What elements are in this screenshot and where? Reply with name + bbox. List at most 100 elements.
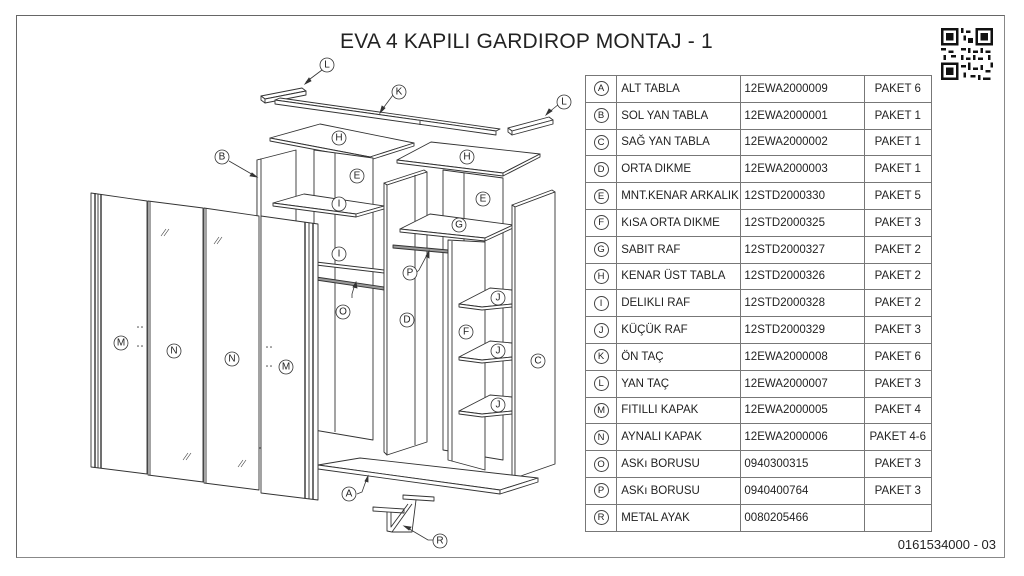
part-mark-circle: G — [593, 242, 609, 258]
part-package-cell: PAKET 3 — [863, 316, 933, 344]
part-mark-cell: B — [584, 101, 618, 130]
part-code-cell: 0940400764 — [740, 476, 865, 505]
part-code-cell: 12EWA2000006 — [740, 423, 865, 452]
part-name-cell: SOL YAN TABLA — [616, 101, 742, 130]
callout-J: J — [496, 400, 501, 411]
callout-J: J — [496, 346, 501, 357]
part-mark-circle: E — [593, 188, 609, 204]
part-code-cell: 12STD2000326 — [740, 262, 865, 291]
part-package-cell: PAKET 1 — [863, 155, 933, 184]
part-mark-cell: H — [584, 262, 618, 291]
part-name-cell: KıSA ORTA DIKME — [616, 208, 742, 237]
callout-circles — [113, 57, 572, 549]
part-package-cell — [863, 503, 933, 532]
part-name-cell: AYNALI KAPAK — [616, 423, 742, 452]
parts-table-row: A ALT TABLA 12EWA2000009 PAKET 6 — [584, 75, 933, 103]
parts-table-row: R METAL AYAK 0080205466 — [584, 503, 933, 532]
part-code-cell: 12STD2000325 — [740, 208, 865, 237]
callout-F: F — [463, 327, 469, 338]
part-code-cell: 12EWA2000008 — [740, 342, 865, 371]
part-package-cell: PAKET 2 — [863, 235, 933, 264]
part-name-cell: ÖN TAÇ — [616, 342, 742, 371]
part-mark-cell: J — [584, 316, 618, 344]
part-mark-circle: J — [593, 322, 609, 338]
part-name-cell: DELIKLI RAF — [616, 289, 742, 318]
parts-table-row: C SAĞ YAN TABLA 12EWA2000002 PAKET 1 — [584, 128, 933, 157]
part-mark-cell: N — [584, 423, 618, 452]
part-mark-circle: P — [593, 483, 609, 499]
part-metal-ayak — [372, 494, 435, 533]
callout-C: C — [534, 356, 541, 367]
parts-table-row: N AYNALI KAPAK 12EWA2000006 PAKET 4-6 — [584, 423, 933, 452]
part-mark-cell: G — [584, 235, 618, 264]
part-alt-tabla — [317, 457, 539, 495]
parts-table-row: G SABIT RAF 12STD2000327 PAKET 2 — [584, 235, 933, 264]
callout-R: R — [436, 536, 443, 547]
parts-list-table: A ALT TABLA 12EWA2000009 PAKET 6 B SOL Y… — [584, 75, 933, 532]
part-name-cell: FITILLI KAPAK — [616, 396, 742, 425]
part-package-cell: PAKET 3 — [863, 369, 933, 398]
part-on-tac — [274, 97, 501, 136]
part-package-cell: PAKET 3 — [863, 476, 933, 505]
door-fitilli-right — [260, 215, 319, 501]
parts-table-row: K ÖN TAÇ 12EWA2000008 PAKET 6 — [584, 342, 933, 371]
part-name-cell: ALT TABLA — [616, 75, 742, 103]
callout-K: K — [396, 87, 403, 98]
part-name-cell: KÜÇÜK RAF — [616, 316, 742, 344]
callout-M: M — [282, 362, 290, 373]
part-mark-circle: L — [593, 376, 609, 392]
page-title: EVA 4 KAPILI GARDIROP MONTAJ - 1 — [340, 30, 713, 53]
part-mark-cell: O — [584, 450, 618, 478]
part-code-cell: 12EWA2000001 — [740, 101, 865, 130]
part-package-cell: PAKET 2 — [863, 262, 933, 291]
part-name-cell: ASKı BORUSU — [616, 450, 742, 478]
part-mark-cell: I — [584, 289, 618, 318]
part-name-cell: MNT.KENAR ARKALIK — [616, 182, 742, 210]
callout-L: L — [561, 97, 567, 108]
parts-table-row: B SOL YAN TABLA 12EWA2000001 PAKET 1 — [584, 101, 933, 130]
parts-table-row: O ASKı BORUSU 0940300315 PAKET 3 — [584, 450, 933, 478]
part-yan-tac-right — [507, 116, 554, 136]
part-arkalik-left — [313, 149, 374, 441]
callout-L: L — [324, 60, 330, 71]
parts-table-row: L YAN TAÇ 12EWA2000007 PAKET 3 — [584, 369, 933, 398]
part-mark-circle: H — [593, 268, 609, 284]
door-aynali-left — [147, 200, 204, 483]
part-code-cell: 0080205466 — [740, 503, 865, 532]
part-mark-cell: F — [584, 208, 618, 237]
part-mark-circle: M — [593, 402, 609, 418]
callout-I: I — [338, 249, 341, 260]
callout-N: N — [170, 346, 177, 357]
part-mark-circle: C — [593, 134, 609, 150]
part-package-cell: PAKET 6 — [863, 342, 933, 371]
part-mark-circle: F — [593, 215, 609, 231]
part-mark-cell: C — [584, 128, 618, 157]
parts-table-row: J KÜÇÜK RAF 12STD2000329 PAKET 3 — [584, 316, 933, 344]
part-mark-circle: A — [593, 81, 609, 97]
callout-J: J — [496, 293, 501, 304]
qr-code-icon — [941, 28, 993, 80]
callout-E: E — [480, 194, 487, 205]
callout-D: D — [403, 315, 410, 326]
door-fitilli-left — [90, 192, 148, 475]
part-package-cell: PAKET 4-6 — [863, 423, 933, 452]
callout-B: B — [219, 152, 226, 163]
part-name-cell: ORTA DIKME — [616, 155, 742, 184]
part-package-cell: PAKET 4 — [863, 396, 933, 425]
callout-I: I — [338, 199, 341, 210]
part-code-cell: 12EWA2000009 — [740, 75, 865, 103]
callout-G: G — [455, 220, 463, 231]
hinge-dots — [137, 326, 272, 367]
part-package-cell: PAKET 3 — [863, 450, 933, 478]
part-name-cell: ASKı BORUSU — [616, 476, 742, 505]
callout-labels: L K L H H B E E I G I P O D F J J J C M … — [117, 60, 567, 547]
part-code-cell: 12STD2000327 — [740, 235, 865, 264]
parts-table-row: H KENAR ÜST TABLA 12STD2000326 PAKET 2 — [584, 262, 933, 291]
part-mark-circle: O — [593, 456, 609, 472]
part-code-cell: 12STD2000330 — [740, 182, 865, 210]
callout-A: A — [346, 489, 353, 500]
part-code-cell: 12EWA2000003 — [740, 155, 865, 184]
part-code-cell: 12STD2000328 — [740, 289, 865, 318]
part-orta-dikme — [383, 169, 428, 456]
